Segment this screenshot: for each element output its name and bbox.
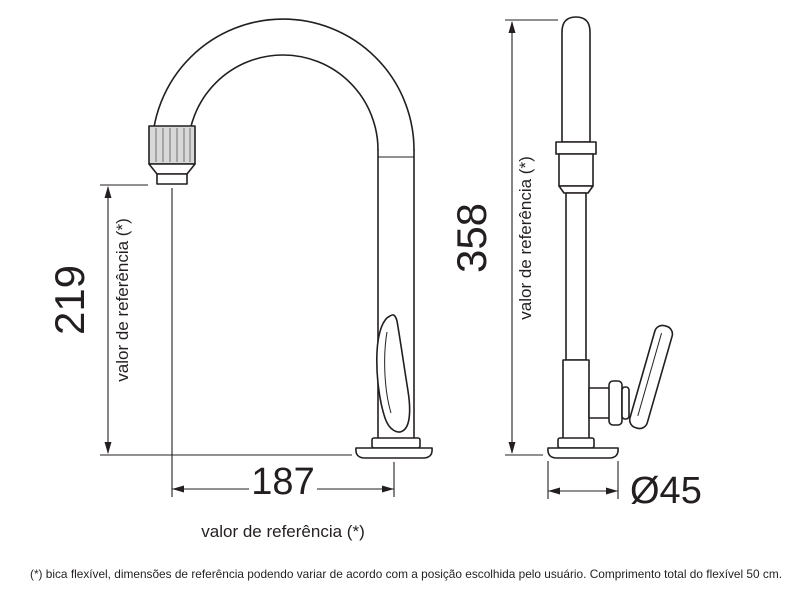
spout-holder-taper xyxy=(558,185,594,194)
arrow-right xyxy=(382,485,394,493)
dimension-text-mask xyxy=(249,461,317,499)
base-collar-side xyxy=(557,437,595,449)
spout-taper xyxy=(148,163,196,175)
arrow-left xyxy=(548,487,560,495)
base-collar-front xyxy=(371,437,421,449)
arrow-down xyxy=(104,442,112,454)
faucet-front-view xyxy=(148,18,433,459)
spout-holder xyxy=(558,153,594,187)
arrow-right xyxy=(606,487,618,495)
valve-housing xyxy=(588,387,612,419)
faucet-side-view xyxy=(547,16,674,459)
riser-tube xyxy=(565,192,587,361)
front-height-label: valor de referência (*) xyxy=(113,218,132,381)
aerator-body xyxy=(148,125,196,165)
base-diameter-value: Ø45 xyxy=(630,470,702,512)
front-width-dimension: 187 valor de referência (*) xyxy=(171,188,395,541)
gooseneck-inner-curve xyxy=(187,54,379,151)
aerator-ribs xyxy=(155,128,191,162)
side-height-label: valor de referência (*) xyxy=(516,156,535,319)
front-height-value: 219 xyxy=(46,265,93,335)
lower-body-side xyxy=(562,359,590,441)
handle-lever-front-detail xyxy=(384,331,392,414)
side-base-dimension: Ø45 xyxy=(547,461,702,512)
front-width-value: 187 xyxy=(251,461,314,503)
handle-lever-front xyxy=(376,314,411,433)
handle-lever-side xyxy=(628,324,674,430)
valve-knob xyxy=(608,380,623,426)
arrow-up xyxy=(104,186,112,198)
base-flange-side xyxy=(547,447,619,459)
side-height-dimension: 358 valor de referência (*) xyxy=(448,19,558,456)
spout-tip xyxy=(156,173,188,185)
arrow-down xyxy=(508,442,516,454)
spout-holder-collar xyxy=(555,141,597,155)
footnote-text: (*) bica flexível, dimensões de referênc… xyxy=(30,567,782,581)
side-height-value: 358 xyxy=(448,203,495,273)
front-height-dimension: 219 valor de referência (*) xyxy=(46,184,352,456)
hose-column xyxy=(561,16,591,143)
lever-ring xyxy=(621,386,630,420)
front-width-label: valor de referência (*) xyxy=(201,522,364,541)
base-flange-front xyxy=(355,447,433,459)
arrow-left xyxy=(172,485,184,493)
arrow-up xyxy=(508,21,516,33)
gooseneck-outer-curve xyxy=(151,18,415,151)
